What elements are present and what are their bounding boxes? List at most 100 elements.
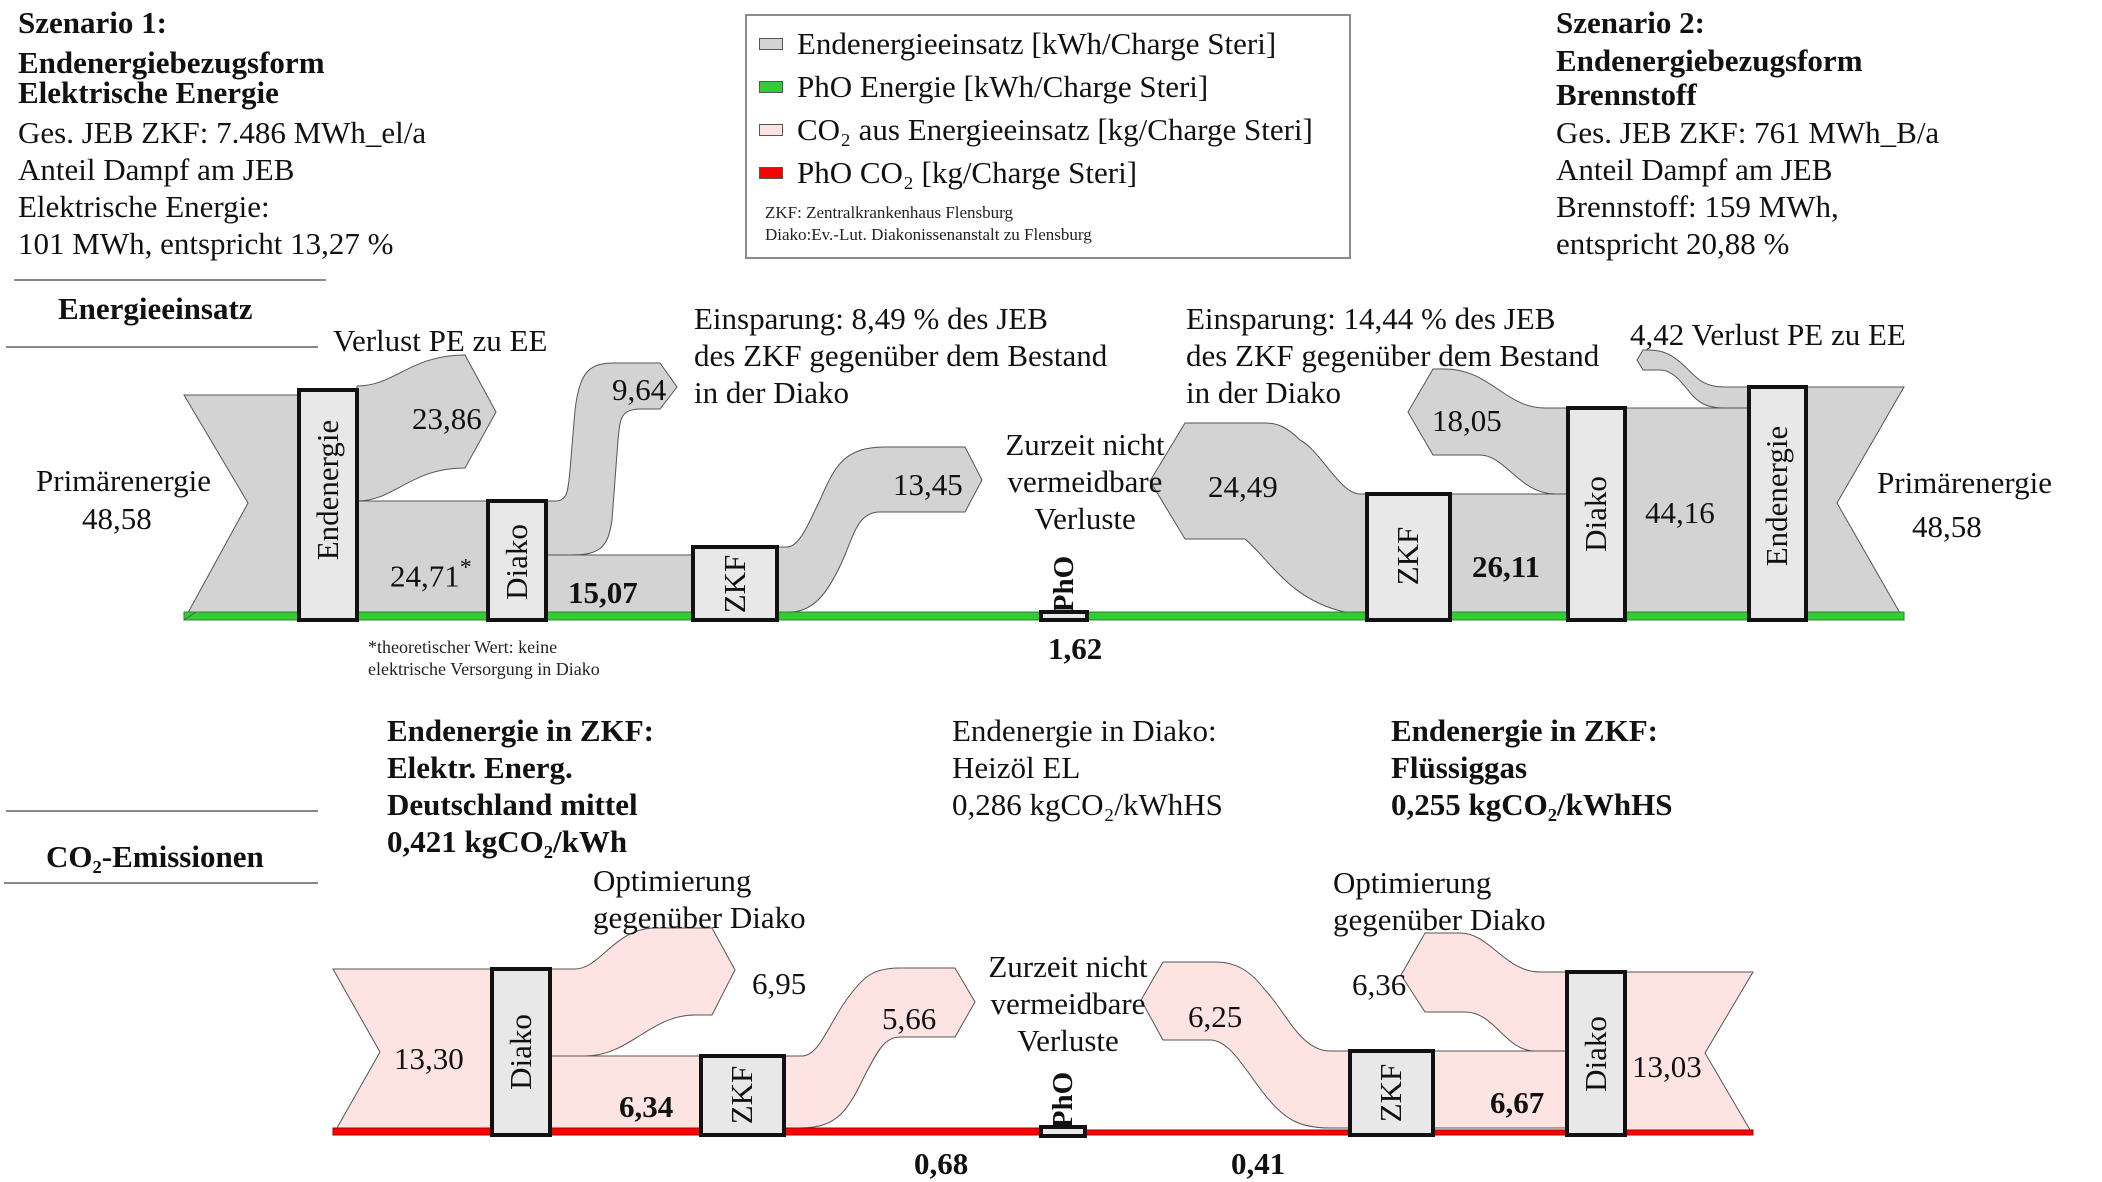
co2-input-value-left: 13,30 (394, 1041, 464, 1076)
unavoidable-line-3: Verluste (1034, 501, 1136, 536)
unavoidable-line-2: vermeidbare (1007, 464, 1163, 499)
scenario2-info-2: Anteil Dampf am JEB (1556, 152, 1833, 187)
legend-label-pho-energy: PhO Energie [kWh/Charge Steri] (797, 69, 1209, 104)
savings-line-2-right: des ZKF gegenüber dem Bestand (1186, 338, 1600, 373)
to-diako-value-right: 44,16 (1645, 495, 1715, 530)
section-title-co2: CO₂-Emissionen (46, 839, 264, 874)
node-zkf-left (691, 545, 779, 622)
emission-factor-left-4: 0,421 kgCO₂/kWh (387, 824, 628, 859)
node-label-diako-co2-right: Diako (1578, 1016, 1613, 1092)
divider-co2-bottom (4, 882, 318, 884)
node-label-zkf-co2-left: ZKF (724, 1065, 759, 1125)
emission-factor-center-2: Heizöl EL (952, 750, 1081, 785)
unavoidable-value-left: 13,45 (893, 467, 963, 502)
optimization-value-left: 6,95 (752, 966, 807, 1001)
primary-energy-right-label: Primärenergie (1877, 465, 2053, 500)
pho-co2-value-right: 0,41 (1231, 1146, 1286, 1181)
scenario1-block: Szenario 1: Endenergiebezugsform Elektri… (18, 6, 426, 262)
savings-line-1-right: Einsparung: 14,44 % des JEB (1186, 301, 1556, 336)
node-label-diako-left: Diako (499, 524, 534, 600)
to-zkf-value-right: 26,11 (1472, 549, 1541, 584)
flow-primary-energy-left (183, 394, 300, 621)
savings-line-1-left: Einsparung: 8,49 % des JEB (694, 301, 1048, 336)
co2-unavoidable-line-3: Verluste (1017, 1023, 1119, 1058)
node-zkf-co2-left (699, 1054, 786, 1137)
scenario1-info-1: Ges. JEB ZKF: 7.486 MWh_el/a (18, 115, 427, 150)
legend-label-pho-co2: PhO CO₂ [kg/Charge Steri] (797, 155, 1138, 190)
divider-energy-top (14, 279, 326, 281)
co2-sankey (332, 927, 1754, 1138)
primary-energy-left-label: Primärenergie (36, 463, 212, 498)
co2-input-value-right: 13,03 (1632, 1049, 1702, 1084)
primary-energy-left-value: 48,58 (82, 501, 152, 536)
loss-value-left: 23,86 (412, 401, 482, 436)
scenario2-info-1: Ges. JEB ZKF: 761 MWh_B/a (1556, 115, 1940, 150)
unavoidable-value-co2-left: 5,66 (882, 1001, 937, 1036)
legend-note-zkf: ZKF: Zentralkrankenhaus Flensburg (765, 203, 1014, 222)
scenario1-title-1: Szenario 1: (18, 5, 167, 40)
footnote: *theoretischer Wert: keine elektrische V… (368, 636, 600, 680)
emission-factor-center-1: Endenergie in Diako: (952, 713, 1217, 748)
node-diako-right (1566, 406, 1627, 622)
node-endenergie-right (1747, 385, 1808, 622)
node-pho-co2 (1039, 1125, 1087, 1138)
unavoidable-line-1: Zurzeit nicht (1005, 427, 1165, 462)
emission-factor-center-3: 0,286 kgCO₂/kWhHS (952, 787, 1223, 822)
emission-factor-left-2: Elektr. Energ. (387, 750, 573, 785)
legend-label-co2: CO₂ aus Energieeinsatz [kg/Charge Steri] (797, 112, 1313, 147)
flow-loss-right (1636, 349, 1750, 409)
savings-text-right: Einsparung: 14,44 % des JEB des ZKF gege… (1186, 300, 1599, 411)
pho-energy-value: 1,62 (1048, 631, 1103, 666)
legend-item-co2: CO₂ aus Energieeinsatz [kg/Charge Steri] (759, 112, 1313, 148)
node-label-zkf-left: ZKF (717, 554, 752, 614)
node-label-zkf-right: ZKF (1390, 526, 1425, 586)
unavoidable-text-co2: Zurzeit nicht vermeidbare Verluste (968, 948, 1168, 1059)
optimization-text-right: Optimierung gegenüber Diako (1333, 864, 1546, 938)
node-zkf-right (1365, 492, 1452, 622)
scenario1-info-4: 101 MWh, entspricht 13,27 % (18, 226, 394, 261)
scenario2-title-1: Szenario 2: (1556, 5, 1705, 40)
emission-factor-center: Endenergie in Diako: Heizöl EL 0,286 kgC… (952, 712, 1223, 823)
scenario1-info-2: Anteil Dampf am JEB (18, 152, 295, 187)
legend-swatch-energy (759, 38, 783, 50)
legend-note-diako: Diako:Ev.-Lut. Diakonissenanstalt zu Fle… (765, 225, 1092, 244)
scenario2-title-3: Brennstoff (1556, 77, 1697, 112)
legend: Endenergieeinsatz [kWh/Charge Steri] PhO… (745, 14, 1351, 259)
scenario2-block: Szenario 2: Endenergiebezugsform Brennst… (1556, 6, 1939, 262)
legend-item-pho-energy: PhO Energie [kWh/Charge Steri] (759, 69, 1208, 105)
to-zkf-value-left: 15,07 (568, 575, 638, 610)
unavoidable-value-co2-right: 6,25 (1188, 999, 1243, 1034)
scenario1-title-2: Endenergiebezugsform (18, 45, 325, 80)
divider-energy-bottom (6, 346, 318, 348)
node-label-pho-energy: PhO (1048, 555, 1080, 613)
footnote-line-1: *theoretischer Wert: keine (368, 637, 558, 657)
flow-unavoidable-right (1149, 422, 1368, 613)
emission-factor-left-1: Endenergie in ZKF: (387, 713, 654, 748)
savings-line-3-right: in der Diako (1186, 375, 1341, 410)
node-label-zkf-co2-right: ZKF (1373, 1063, 1408, 1123)
optimization-line-2-left: gegenüber Diako (593, 900, 806, 935)
flow-savings-left (545, 362, 678, 556)
legend-swatch-pho-energy (759, 81, 783, 93)
legend-item-energy: Endenergieeinsatz [kWh/Charge Steri] (759, 26, 1276, 62)
emission-factor-right-1: Endenergie in ZKF: (1391, 713, 1658, 748)
unavoidable-text-energy: Zurzeit nicht vermeidbare Verluste (985, 426, 1185, 537)
node-diako-co2-left (490, 967, 552, 1137)
energy-sankey (183, 349, 1905, 622)
node-pho-energy (1039, 610, 1089, 622)
section-title-energy: Energieeinsatz (58, 291, 253, 326)
emission-factor-right-3: 0,255 kgCO₂/kWhHS (1391, 787, 1673, 822)
scenario1-title-3: Elektrische Energie (18, 75, 279, 110)
primary-energy-right-value: 48,58 (1912, 509, 1982, 544)
emission-factor-left: Endenergie in ZKF: Elektr. Energ. Deutsc… (387, 712, 654, 860)
legend-swatch-co2 (759, 124, 783, 136)
loss-caption-right: 4,42 Verlust PE zu EE (1630, 317, 1906, 352)
co2-unavoidable-line-1: Zurzeit nicht (988, 949, 1148, 984)
savings-line-2-left: des ZKF gegenüber dem Bestand (694, 338, 1108, 373)
optimization-value-right: 6,36 (1352, 967, 1407, 1002)
flow-co2-unavoidable-left (783, 967, 976, 1129)
footnote-line-2: elektrische Versorgung in Diako (368, 659, 600, 679)
savings-value-right: 18,05 (1432, 403, 1502, 438)
scenario1-info-3: Elektrische Energie: (18, 189, 270, 224)
